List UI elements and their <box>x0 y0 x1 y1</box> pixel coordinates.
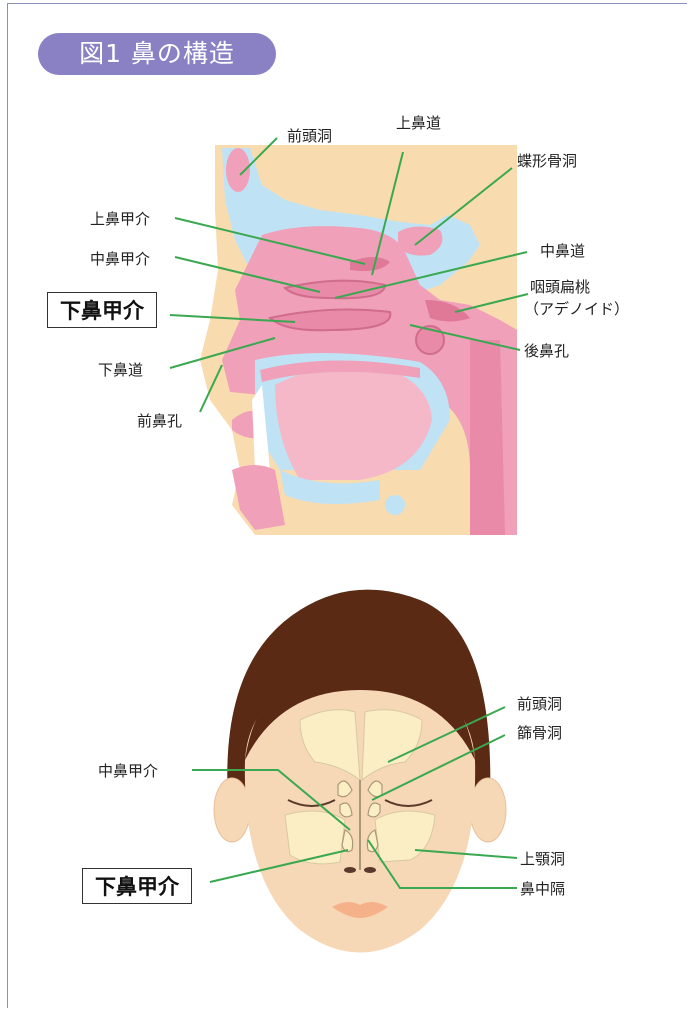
right-ear <box>470 778 506 842</box>
label-ethmoid-sinus: 篩骨洞 <box>517 722 562 743</box>
label-maxillary-sinus: 上顎洞 <box>520 848 565 869</box>
nostril-right <box>364 867 376 873</box>
label-inferior-turbinate-front-boxed: 下鼻甲介 <box>82 868 192 904</box>
nostril-left <box>344 867 356 873</box>
label-septum: 鼻中隔 <box>520 878 565 899</box>
label-frontal-sinus-front: 前頭洞 <box>517 693 562 714</box>
label-middle-turbinate-front: 中鼻甲介 <box>98 760 158 781</box>
left-ear <box>214 778 250 842</box>
